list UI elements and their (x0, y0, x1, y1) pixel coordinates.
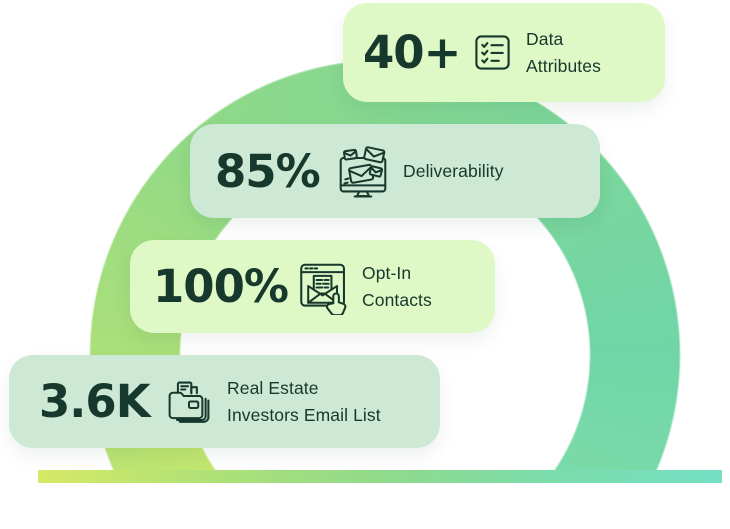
stat-value: 85% (215, 144, 321, 198)
checklist-icon (473, 33, 512, 72)
stat-card-data-attributes: 40+ Data Attributes (343, 3, 665, 102)
stat-card-email-list: 3.6K Real Estate Investors Email List (9, 355, 440, 448)
stat-card-deliverability: 85% (190, 124, 600, 218)
gradient-baseline-bar (38, 470, 722, 483)
stat-label: Real Estate Investors Email List (227, 377, 381, 425)
stat-label: Deliverability (403, 160, 504, 181)
stat-label: Opt-In Contacts (362, 262, 432, 310)
stat-value: 3.6K (39, 375, 151, 428)
stat-label: Data Attributes (526, 28, 601, 76)
opt-in-browser-icon (298, 259, 350, 315)
stat-value: 40+ (363, 26, 461, 79)
stat-card-opt-in-contacts: 100% Opt-In Contacts (130, 240, 495, 333)
stat-value: 100% (153, 260, 289, 313)
folder-stack-icon (165, 377, 213, 426)
email-monitor-icon (337, 143, 389, 199)
